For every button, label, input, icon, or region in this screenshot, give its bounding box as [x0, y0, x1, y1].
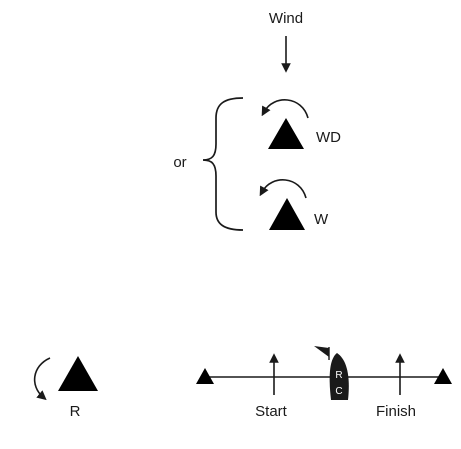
committee-boat-letter-top: R: [335, 370, 342, 381]
mark-r-icon: [58, 356, 98, 391]
rounding-arrow-lower-icon: [259, 179, 307, 199]
wind-label: Wind: [269, 10, 303, 27]
rounding-arrow-r-icon: [33, 357, 51, 401]
rounding-arrow-upper-icon: [261, 99, 309, 119]
pin-end-mark-icon: [196, 368, 214, 384]
committee-boat-icon: R C: [314, 346, 349, 400]
mark-wd-label: WD: [316, 129, 341, 146]
mark-w-label: W: [314, 211, 329, 228]
mark-w-icon: [269, 198, 305, 230]
or-label: or: [173, 154, 186, 171]
mark-wd-icon: [268, 118, 304, 149]
committee-boat-letter-bottom: C: [335, 386, 342, 397]
finish-end-mark-icon: [434, 368, 452, 384]
start-label: Start: [255, 403, 288, 420]
mark-r-label: R: [70, 403, 81, 420]
finish-label: Finish: [376, 403, 416, 420]
curly-brace: [202, 97, 244, 231]
